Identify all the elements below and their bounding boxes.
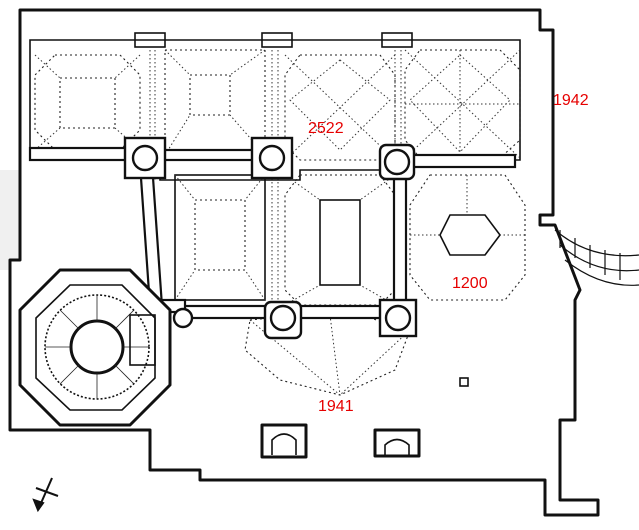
bottom-niches xyxy=(260,423,421,459)
top-notches xyxy=(134,32,413,48)
room-label-1941: 1941 xyxy=(318,398,354,415)
room-label-1200: 1200 xyxy=(452,275,488,292)
column-marker xyxy=(459,377,469,387)
pillars xyxy=(123,136,418,340)
exterior-steps xyxy=(554,229,639,286)
room-label-2522: 2522 xyxy=(308,120,344,137)
vault-middle-right xyxy=(409,174,526,301)
staircase-tower xyxy=(18,268,172,427)
room-label-1942: 1942 xyxy=(553,92,589,109)
north-arrow-icon xyxy=(32,477,59,513)
